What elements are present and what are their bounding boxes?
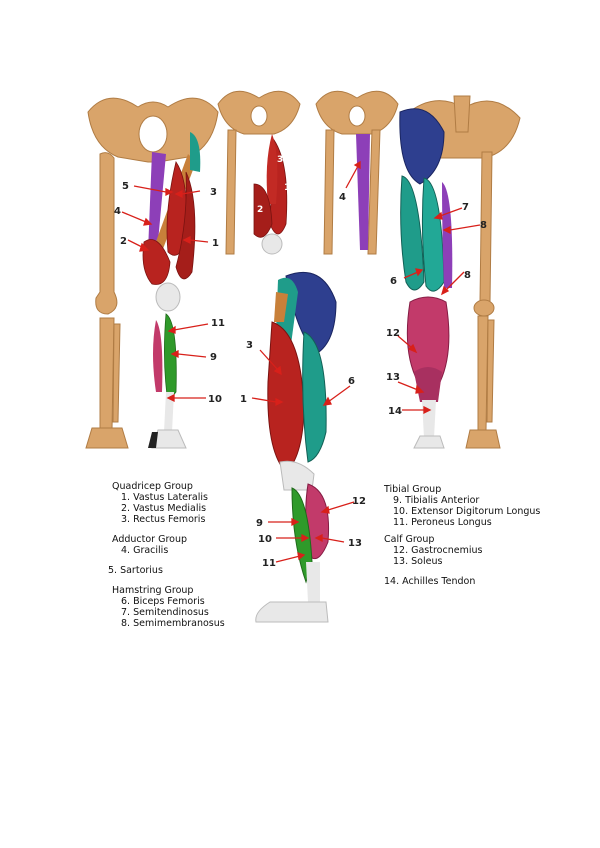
- legend-item-soleus: 13. Soleus: [384, 556, 554, 567]
- front-label-4: 4: [114, 206, 121, 217]
- semimembranosus-muscle: [442, 182, 452, 288]
- back-label-8b: 8: [464, 270, 471, 281]
- legend-item-biceps-femoris: 6. Biceps Femoris: [112, 596, 272, 607]
- gracilis-muscle: [356, 134, 370, 250]
- legend-item-vastus-medialis: 2. Vastus Medialis: [112, 503, 272, 514]
- calf-group-title: Calf Group: [384, 534, 554, 545]
- hamstring-group-title: Hamstring Group: [112, 585, 272, 596]
- tibial-group-title: Tibial Group: [384, 484, 554, 495]
- front-leg-figure: 5 3 4 2 1 11 9 10: [78, 92, 228, 462]
- side-label-6: 6: [348, 376, 355, 387]
- back-leg-figure: 7 8 6 8 12 13 14: [384, 92, 534, 462]
- back-label-8: 8: [480, 220, 487, 231]
- front-label-10: 10: [208, 394, 222, 405]
- front-label-9: 9: [210, 352, 217, 363]
- legend-item-semitendinosus: 7. Semitendinosus: [112, 607, 272, 618]
- legend-item-extensor-digitorum-longus: 10. Extensor Digitorum Longus: [384, 506, 554, 517]
- femur-bone-right: [96, 153, 117, 314]
- back-label-7: 7: [462, 202, 469, 213]
- vastus-medialis-muscle: [143, 240, 170, 285]
- front-label-2: 2: [120, 236, 127, 247]
- legend-item-achilles-tendon: 14. Achilles Tendon: [384, 576, 554, 587]
- legend-item-tibialis-anterior: 9. Tibialis Anterior: [384, 495, 554, 506]
- side-hamstring-muscle: [303, 332, 326, 462]
- legend-right: Tibial Group 9. Tibialis Anterior 10. Ex…: [384, 484, 554, 587]
- quadricep-inset-figure: 3 1 2: [214, 84, 304, 264]
- quad-inset-label-1: 1: [284, 183, 290, 193]
- side-label-1: 1: [240, 394, 247, 405]
- legend-item-vastus-lateralis: 1. Vastus Lateralis: [112, 492, 272, 503]
- legend-item-gastrocnemius: 12. Gastrocnemius: [384, 545, 554, 556]
- side-quad-muscle: [268, 322, 304, 472]
- achilles-tendon: [422, 400, 436, 438]
- adductor-group-title: Adductor Group: [112, 534, 272, 545]
- side-label-3: 3: [246, 340, 253, 351]
- quad-inset-label-2: 2: [257, 205, 263, 215]
- legend-item-semimembranosus: 8. Semimembranosus: [112, 618, 272, 629]
- legend-item-gracilis: 4. Gracilis: [112, 545, 272, 556]
- legend-left: Quadricep Group 1. Vastus Lateralis 2. V…: [112, 481, 272, 629]
- front-label-11: 11: [211, 318, 225, 329]
- semitendinosus-muscle: [422, 178, 444, 291]
- legend-item-rectus-femoris: 3. Rectus Femoris: [112, 514, 272, 525]
- back-label-12: 12: [386, 328, 400, 339]
- legend-item-sartorius: 5. Sartorius: [108, 565, 272, 576]
- side-label-13: 13: [348, 538, 362, 549]
- side-label-12: 12: [352, 496, 366, 507]
- soleus-muscle: [414, 367, 442, 402]
- foot-bone-right: [86, 428, 128, 448]
- front-label-5: 5: [122, 181, 129, 192]
- legend-item-peroneus-longus: 11. Peroneus Longus: [384, 517, 554, 528]
- back-label-6: 6: [390, 276, 397, 287]
- back-label-14: 14: [388, 406, 402, 417]
- tibia-bone-right: [100, 318, 114, 430]
- adductor-inset-label-4: 4: [339, 192, 346, 203]
- quadricep-group-title: Quadricep Group: [112, 481, 272, 492]
- quad-inset-label-3: 3: [277, 155, 283, 165]
- back-label-13: 13: [386, 372, 400, 383]
